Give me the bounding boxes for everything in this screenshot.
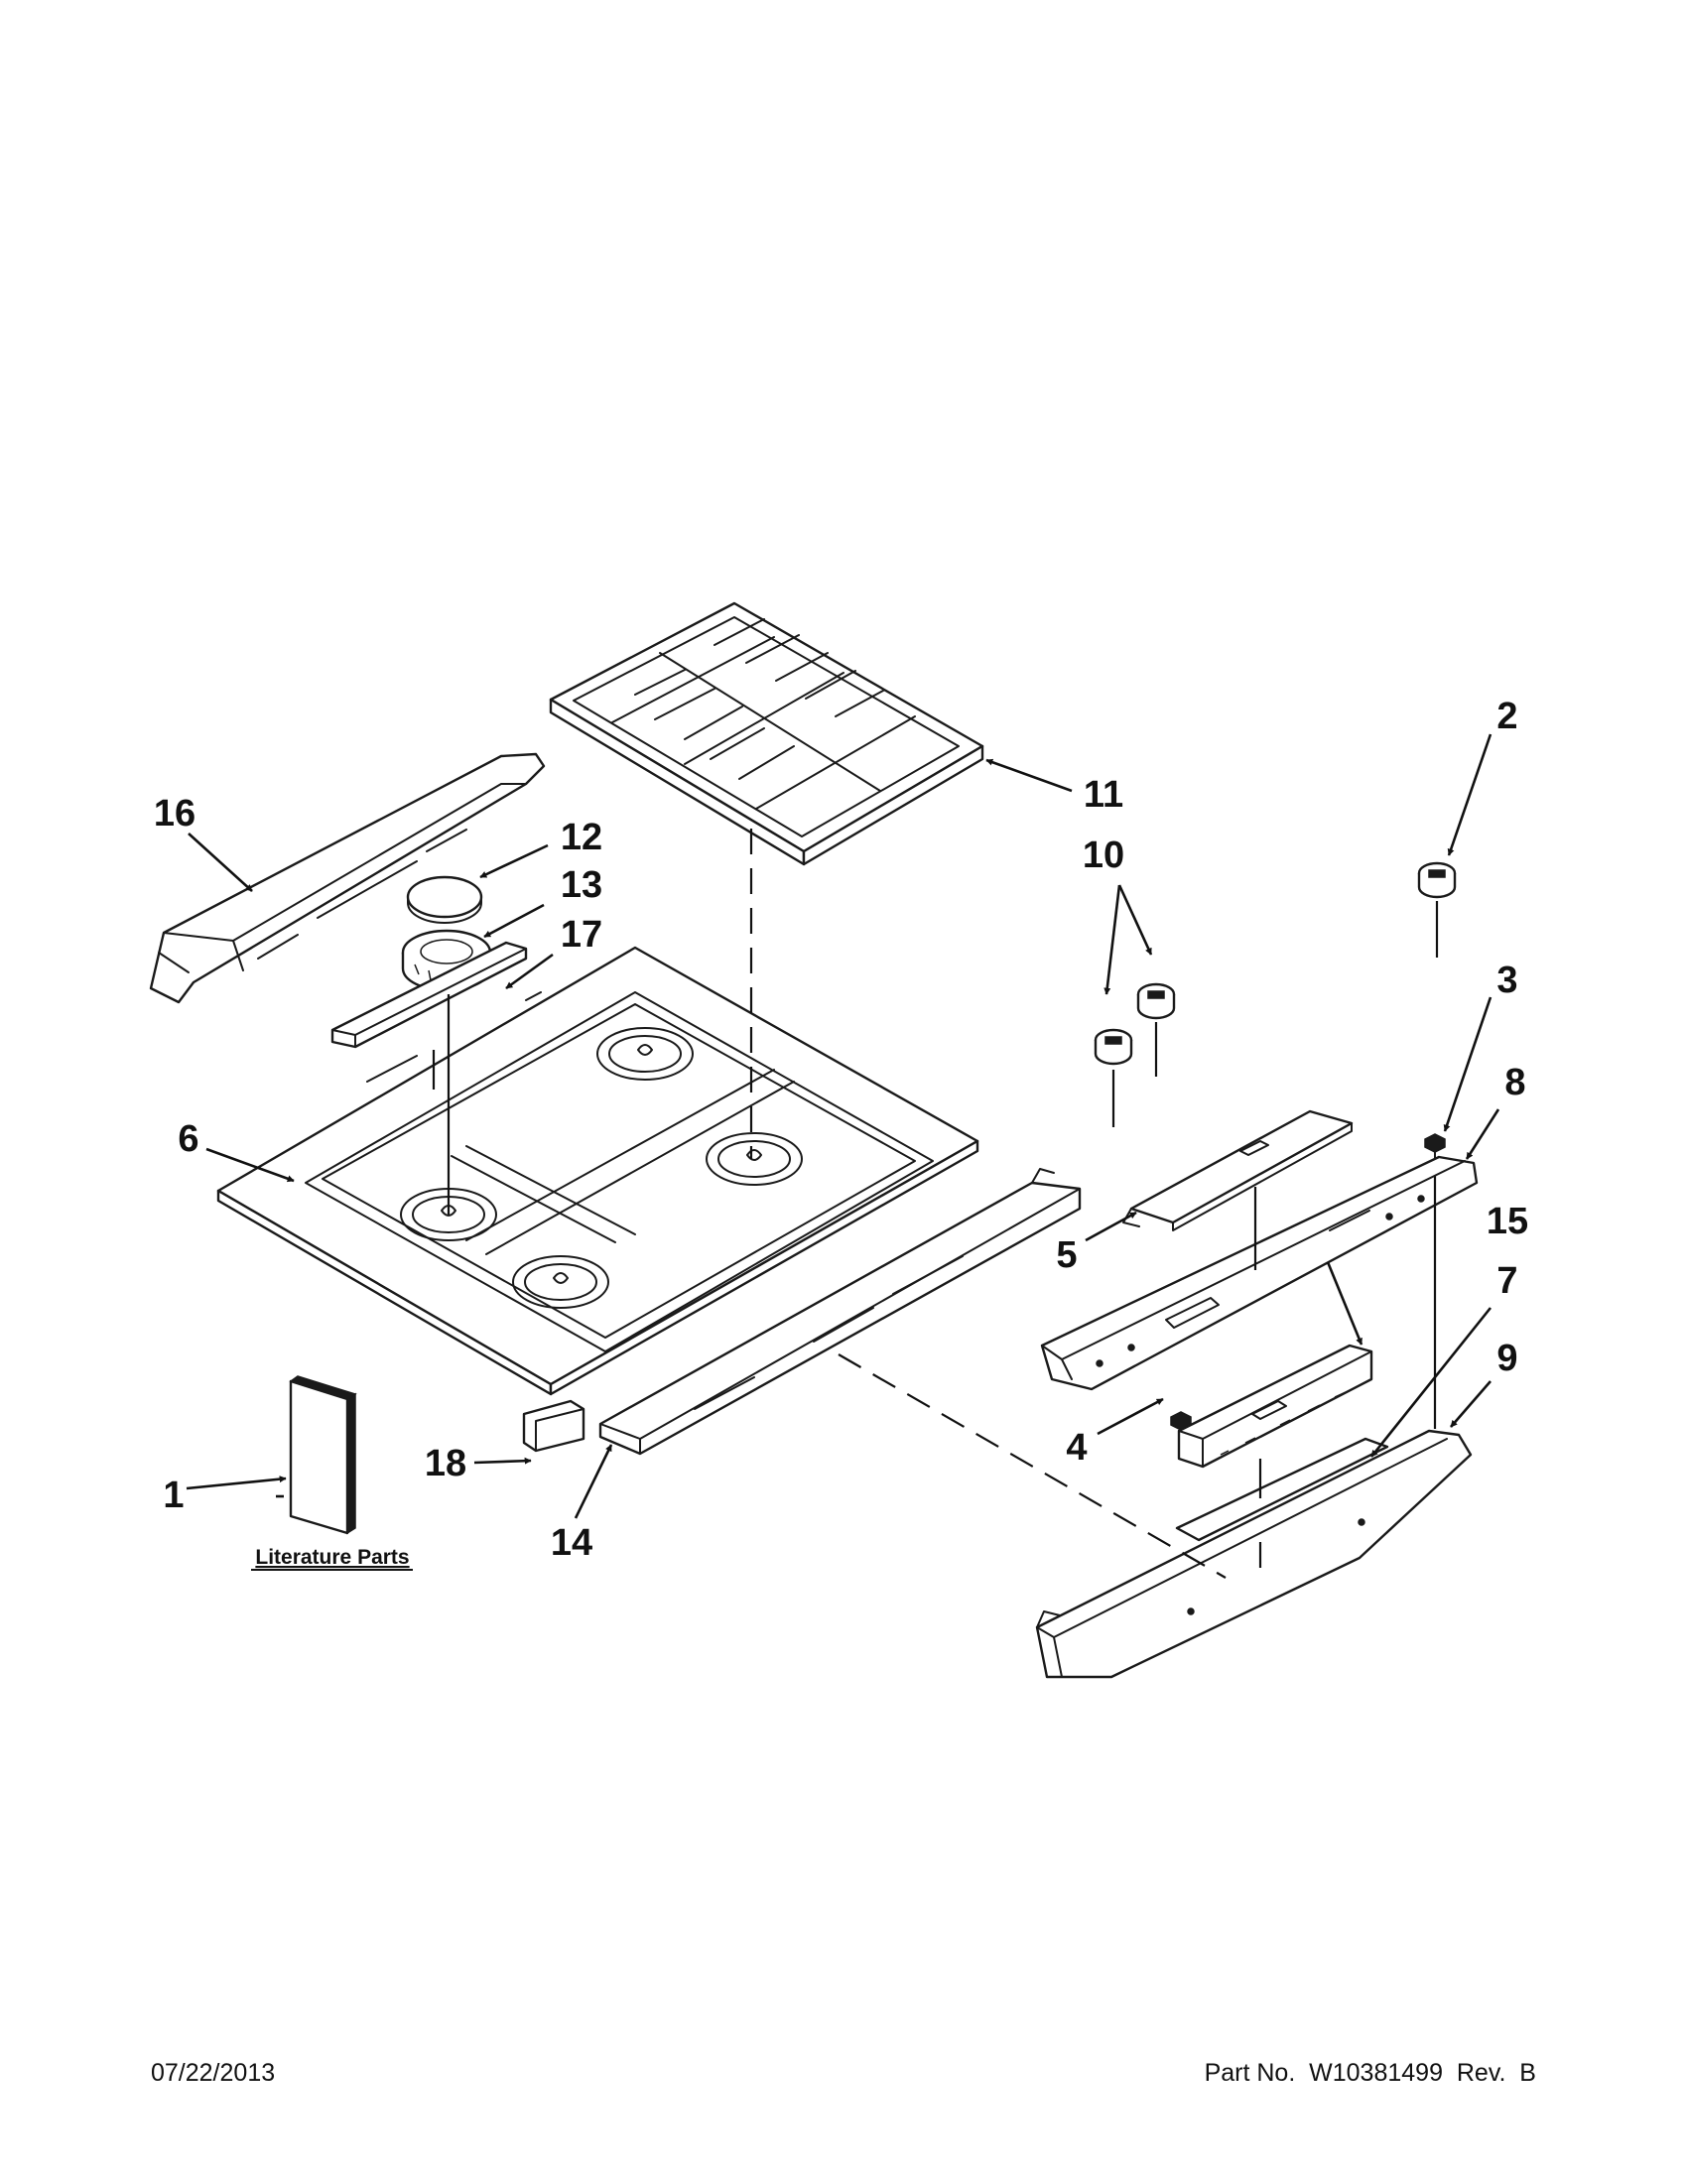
callout-6: 6 — [178, 1118, 198, 1160]
callout-4: 4 — [1066, 1427, 1087, 1469]
callout-9: 9 — [1496, 1338, 1517, 1379]
part-front-trim — [1035, 1429, 1473, 1679]
assembly-lines — [432, 829, 1439, 1579]
part-vent-trim — [149, 752, 546, 1004]
literature-parts-label: Literature Parts — [255, 1546, 409, 1569]
footer-date: 07/22/2013 — [151, 2059, 276, 2087]
part-overlay — [1122, 1109, 1354, 1231]
callout-8: 8 — [1504, 1062, 1525, 1103]
callout-18: 18 — [425, 1443, 466, 1484]
callout-1: 1 — [163, 1475, 184, 1516]
callout-10: 10 — [1083, 835, 1124, 876]
callout-12: 12 — [561, 817, 602, 858]
callout-leaders — [186, 733, 1500, 1519]
callout-5: 5 — [1056, 1234, 1077, 1276]
part-burner-cap — [406, 875, 483, 924]
part-knob-right — [1136, 982, 1176, 1020]
part-grate — [549, 601, 984, 866]
part-control-board — [1177, 1344, 1373, 1469]
callout-17: 17 — [561, 914, 602, 956]
callout-14: 14 — [551, 1522, 592, 1564]
callout-16: 16 — [154, 793, 195, 835]
part-knob-left — [1094, 1028, 1133, 1066]
part-cooktop — [216, 946, 979, 1396]
part-spacer — [522, 1399, 585, 1453]
callout-11: 11 — [1084, 774, 1123, 816]
part-knob-2 — [1417, 861, 1457, 899]
part-shield — [1175, 1437, 1389, 1542]
part-front-bracket — [598, 1168, 1082, 1456]
callout-15: 15 — [1487, 1201, 1528, 1242]
callout-3: 3 — [1496, 960, 1517, 1001]
callout-2: 2 — [1496, 696, 1517, 737]
callout-13: 13 — [561, 864, 602, 906]
part-control-panel — [1040, 1155, 1479, 1391]
part-literature-book — [289, 1375, 357, 1535]
callout-numbers: 1 2 3 4 5 6 7 8 9 10 11 12 13 14 15 16 1… — [154, 696, 1528, 1564]
footer-part-number: Part No. W10381499 Rev. B — [1204, 2059, 1536, 2087]
part-bracket-17 — [330, 941, 528, 1049]
callout-7: 7 — [1496, 1260, 1517, 1302]
